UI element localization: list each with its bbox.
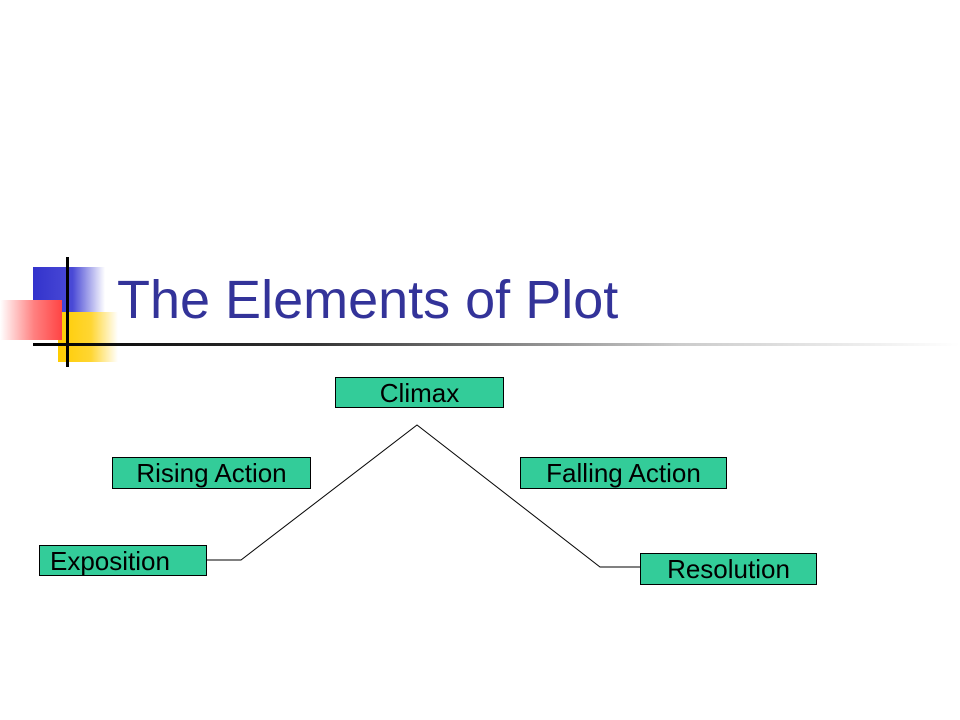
climax-label: Climax [335, 377, 504, 408]
plot-arc-line [207, 424, 640, 568]
falling-action-label: Falling Action [520, 457, 727, 489]
title-underline [33, 343, 960, 346]
rising-action-label: Rising Action [112, 457, 311, 489]
slide-title: The Elements of Plot [117, 270, 619, 330]
decorative-vertical-line [66, 257, 69, 367]
decorative-red-bar [0, 300, 62, 340]
resolution-label: Resolution [640, 553, 817, 585]
exposition-label: Exposition [39, 545, 207, 576]
